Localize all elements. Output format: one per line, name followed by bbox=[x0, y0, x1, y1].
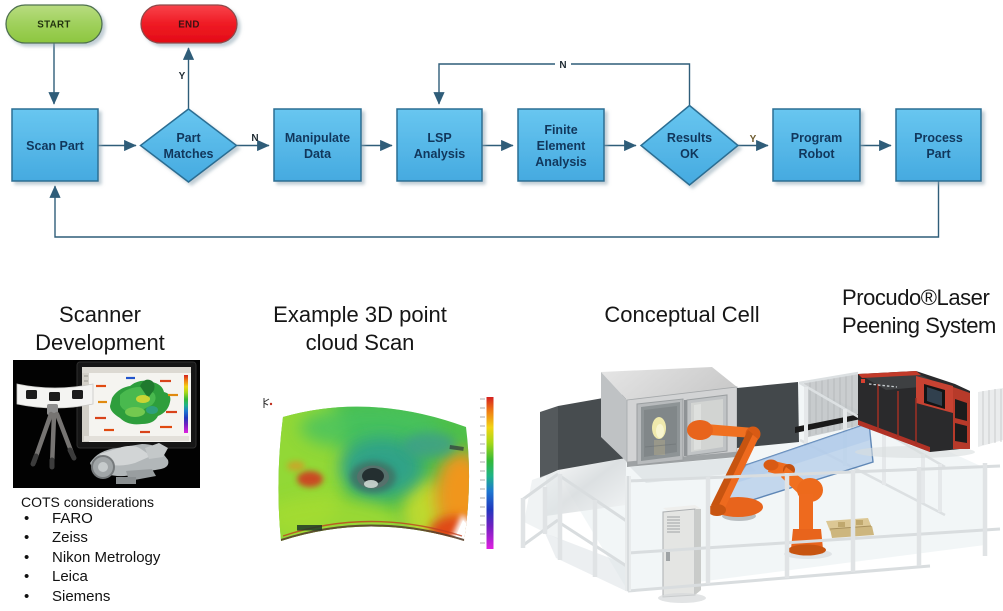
svg-text:Program: Program bbox=[791, 131, 842, 145]
svg-text:END: END bbox=[178, 20, 200, 31]
svg-text:OK: OK bbox=[680, 147, 699, 161]
svg-text:Scan Part: Scan Part bbox=[26, 139, 85, 153]
svg-text:Analysis: Analysis bbox=[535, 155, 586, 169]
svg-text:N: N bbox=[559, 60, 566, 71]
svg-text:START: START bbox=[37, 20, 70, 31]
svg-text:Element: Element bbox=[537, 139, 586, 153]
svg-text:Results: Results bbox=[667, 131, 712, 145]
svg-text:Finite: Finite bbox=[544, 123, 577, 137]
svg-text:Data: Data bbox=[304, 147, 332, 161]
svg-text:Robot: Robot bbox=[798, 147, 835, 161]
svg-text:Matches: Matches bbox=[163, 147, 213, 161]
svg-text:Y: Y bbox=[750, 134, 757, 145]
svg-text:Analysis: Analysis bbox=[414, 147, 465, 161]
svg-text:Part: Part bbox=[176, 131, 201, 145]
svg-text:N: N bbox=[251, 133, 258, 144]
svg-text:Part: Part bbox=[926, 147, 951, 161]
svg-text:Process: Process bbox=[914, 131, 963, 145]
svg-text:Y: Y bbox=[179, 71, 186, 82]
svg-text:Manipulate: Manipulate bbox=[285, 131, 350, 145]
svg-text:LSP: LSP bbox=[427, 131, 451, 145]
